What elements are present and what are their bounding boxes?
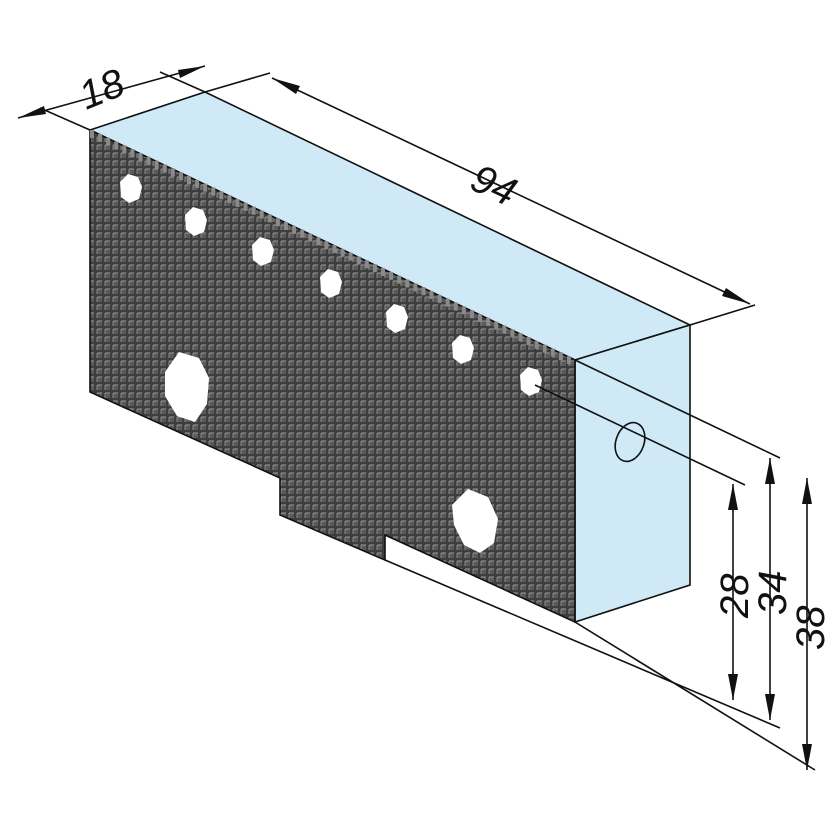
serration-tooth <box>162 164 167 173</box>
hole-3 <box>252 237 274 266</box>
serration-tooth <box>259 210 264 219</box>
serration-tooth <box>300 229 305 238</box>
mounting-holes <box>120 174 542 553</box>
block-end-face <box>574 323 691 624</box>
serration-tooth <box>510 329 515 338</box>
serration-tooth <box>235 199 240 207</box>
serration-tooth <box>243 202 248 211</box>
end-face-hole <box>614 421 646 463</box>
serration-tooth <box>461 306 466 315</box>
dimension-height-34-label: 34 <box>751 571 795 616</box>
serration-tooth <box>284 222 288 230</box>
serration-tooth <box>372 264 377 273</box>
serration-tooth <box>397 275 402 284</box>
serration-tooth <box>178 172 183 181</box>
hole-6 <box>452 335 474 364</box>
serration-tooth <box>292 225 297 234</box>
serration-tooth <box>332 245 337 253</box>
serration-tooth <box>138 153 143 161</box>
serration-tooth <box>550 348 555 357</box>
serration-tooth <box>98 133 103 142</box>
serration-tooth <box>170 168 175 177</box>
serration-tooth <box>154 160 159 169</box>
hole-7 <box>520 367 542 396</box>
serration-tooth <box>389 271 394 280</box>
serration-tooth <box>429 291 434 299</box>
serration-tooth <box>90 130 94 138</box>
large-hole-left <box>165 352 209 422</box>
hole-2 <box>185 207 207 236</box>
serration-tooth <box>203 183 208 192</box>
serration-tooth <box>348 252 353 261</box>
serration-tooth <box>146 156 151 165</box>
serration-tooth <box>364 260 369 269</box>
serration-tooth <box>566 356 571 365</box>
large-hole-right <box>452 489 498 553</box>
serration-tooth <box>340 248 345 257</box>
serration-tooth <box>486 317 491 326</box>
serration-tooth <box>437 294 442 303</box>
serration-tooth <box>187 176 191 184</box>
serration-tooth <box>542 344 547 353</box>
serration-tooth <box>316 237 321 246</box>
serration-tooth <box>526 337 531 345</box>
serration-tooth <box>413 283 418 292</box>
serration-tooth <box>469 310 474 319</box>
serration-tooth <box>275 218 280 227</box>
serration-tooth <box>421 287 426 296</box>
extension-lines <box>39 71 816 771</box>
serration-tooth <box>122 145 127 154</box>
dimension-height-38: 38 <box>789 478 833 770</box>
dimension-height-34: 34 <box>751 458 795 720</box>
serration-tooth <box>211 187 216 196</box>
hole-4 <box>320 269 342 298</box>
serration-tooth <box>114 141 119 150</box>
dimension-length-label: 94 <box>464 156 523 215</box>
serration-tooth <box>130 149 135 158</box>
serration-tooth <box>445 298 450 307</box>
serration-tooth <box>195 179 200 188</box>
serration-tooth <box>405 279 410 288</box>
dimension-height-28: 28 <box>713 484 757 700</box>
dimension-height-38-label: 38 <box>789 605 833 650</box>
serration-tooth <box>518 333 523 342</box>
serration-tooth <box>227 195 232 204</box>
hole-1 <box>120 174 142 203</box>
serration-tooth <box>381 268 385 276</box>
serration-tooth <box>453 302 458 311</box>
serration-tooth <box>558 352 563 361</box>
serration-tooth <box>219 191 224 200</box>
dimension-depth-label: 18 <box>73 61 131 119</box>
serration-teeth <box>90 130 571 365</box>
hole-5 <box>386 304 408 333</box>
serration-tooth <box>502 325 507 334</box>
serration-tooth <box>356 256 361 265</box>
serration-tooth <box>534 340 539 349</box>
serration-tooth <box>267 214 272 223</box>
serration-tooth <box>106 137 111 146</box>
serration-tooth <box>251 206 256 215</box>
serration-tooth <box>308 233 313 242</box>
serration-tooth <box>494 321 499 330</box>
serration-tooth <box>478 314 482 322</box>
serration-tooth <box>324 241 329 250</box>
dimension-height-28-label: 28 <box>713 573 757 619</box>
